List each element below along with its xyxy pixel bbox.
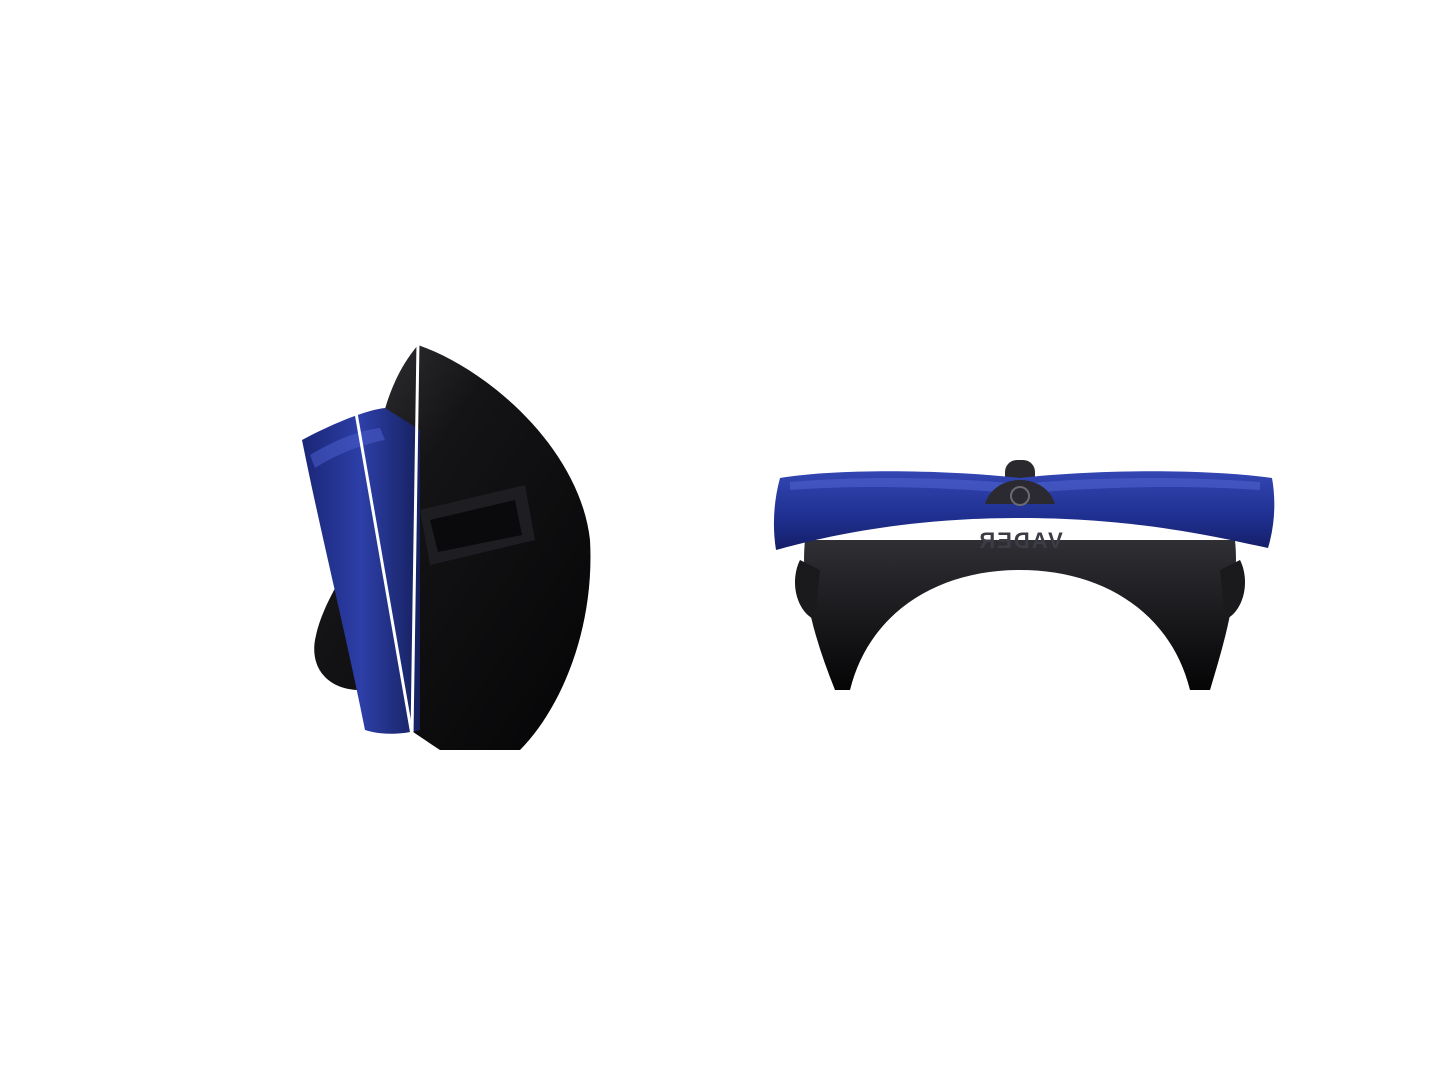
angle-line-front — [353, 406, 414, 736]
mask-frame-side — [302, 408, 420, 734]
mask-brand-text: VADER — [977, 528, 1062, 553]
mask-logo-badge-icon — [985, 480, 1055, 504]
angle-line-rear — [410, 341, 420, 736]
mask-frame-front — [773, 471, 1275, 550]
mask-side-view — [302, 341, 591, 750]
mask-front-view: VADER — [773, 460, 1275, 690]
mask-skirt-front — [804, 540, 1236, 690]
